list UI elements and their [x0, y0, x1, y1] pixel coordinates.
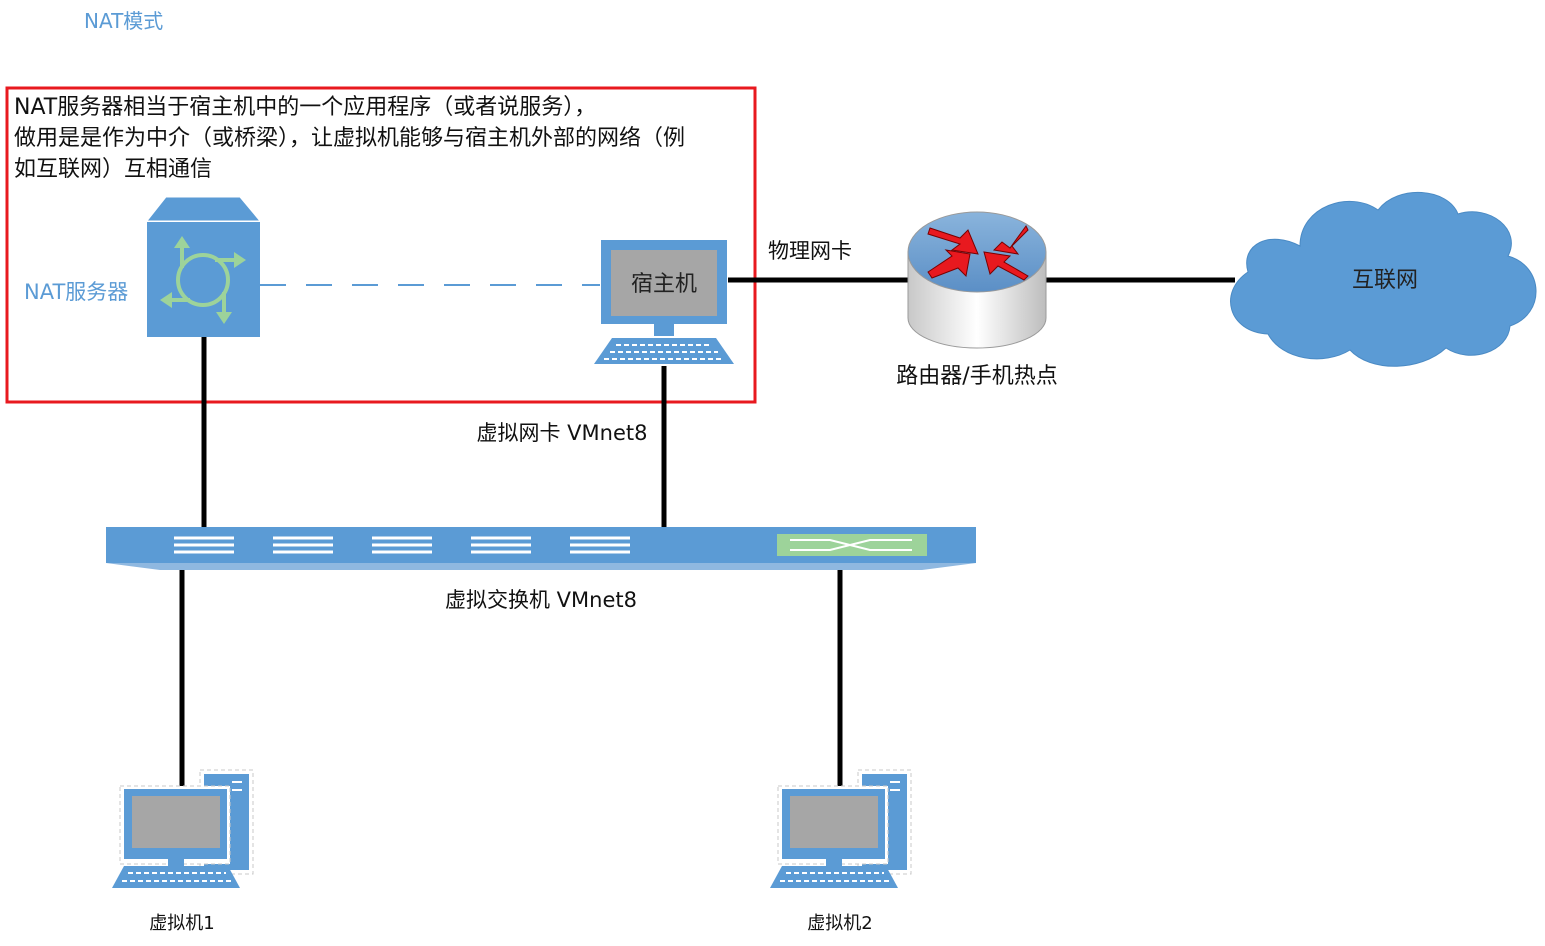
nat-description-line-2: 做用是是作为中介（或桥梁），让虚拟机能够与宿主机外部的网络（例	[14, 126, 686, 151]
cloud-icon	[1230, 191, 1537, 367]
nat-description-line-3: 如互联网）互相通信	[14, 157, 213, 182]
workstation-icon	[594, 240, 734, 364]
router-label: 路由器/手机热点	[896, 364, 1057, 389]
switch-icon	[106, 527, 976, 570]
vm2-label: 虚拟机2	[807, 913, 872, 934]
nat-server-label: NAT服务器	[24, 280, 128, 304]
internet-label: 互联网	[1352, 268, 1418, 293]
nat-description: NAT服务器相当于宿主机中的一个应用程序（或者说服务）， 做用是是作为中介（或桥…	[14, 92, 749, 185]
desktop-computer-icon	[112, 769, 254, 888]
vm1-label: 虚拟机1	[149, 913, 214, 934]
nat-scope-highlight-box	[5, 86, 757, 404]
virtual-nic-label: 虚拟网卡 VMnet8	[477, 421, 648, 445]
desktop-computer-icon	[770, 769, 912, 888]
router-icon	[907, 211, 1047, 349]
page-title: NAT模式	[84, 9, 163, 33]
nat-description-line-1: NAT服务器相当于宿主机中的一个应用程序（或者说服务），	[14, 95, 597, 120]
physical-nic-label: 物理网卡	[768, 239, 852, 263]
nat-server-icon	[145, 196, 262, 337]
virtual-switch-label: 虚拟交换机 VMnet8	[445, 588, 637, 612]
host-label: 宿主机	[631, 272, 697, 297]
